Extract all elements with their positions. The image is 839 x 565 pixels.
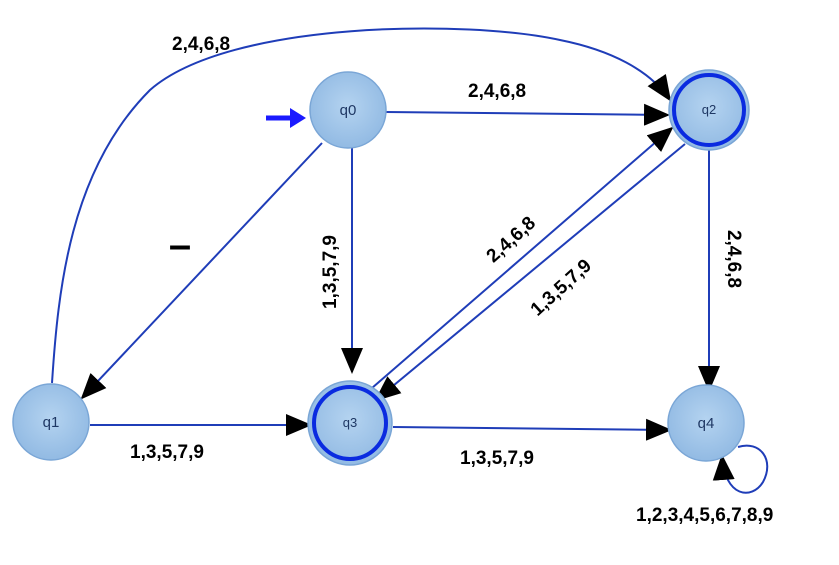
state-label-q0: q0 xyxy=(340,102,357,119)
accept-ring-q2 xyxy=(672,73,746,147)
edge-label-q1-q2: 2,4,6,8 xyxy=(172,34,230,55)
state-label-q3: q3 xyxy=(343,415,357,430)
edge-label-q2-q4: 2,4,6,8 xyxy=(723,230,744,288)
state-q0[interactable]: q0 xyxy=(309,71,387,149)
edge-q3-q4[interactable] xyxy=(392,418,672,441)
edges xyxy=(51,27,769,494)
accept-ring-q3 xyxy=(312,385,388,461)
edge-label-q0-q2: 2,4,6,8 xyxy=(468,81,526,102)
edge-label-q2-q3: 1,3,5,7,9 xyxy=(527,255,596,320)
state-q1[interactable]: q1 xyxy=(12,383,90,461)
state-label-q1: q1 xyxy=(43,414,60,431)
edge-label-q3-q2: 2,4,6,8 xyxy=(483,213,540,267)
edge-label-q0-q1: – xyxy=(169,223,191,267)
state-label-q4: q4 xyxy=(698,415,715,432)
edge-label-q4-q4: 1,2,3,4,5,6,7,8,9 xyxy=(636,505,773,526)
edge-q4-q4[interactable] xyxy=(712,444,769,494)
start-arrow xyxy=(266,108,306,128)
edge-q3-q2[interactable] xyxy=(371,126,674,389)
state-q3[interactable]: q3 xyxy=(307,380,393,466)
state-q4[interactable]: q4 xyxy=(667,384,745,462)
edge-q0-q1[interactable] xyxy=(80,142,323,400)
edge-label-q3-q4: 1,3,5,7,9 xyxy=(460,448,534,469)
edge-label-q0-q3: 1,3,5,7,9 xyxy=(320,235,341,309)
edge-q2-q3[interactable] xyxy=(374,143,686,402)
edge-q1-q2[interactable] xyxy=(51,27,672,384)
state-q2[interactable]: q2 xyxy=(668,69,750,151)
edge-q0-q2[interactable] xyxy=(385,103,670,126)
state-label-q2: q2 xyxy=(702,102,716,117)
edge-label-q1-q3: 1,3,5,7,9 xyxy=(130,442,204,463)
